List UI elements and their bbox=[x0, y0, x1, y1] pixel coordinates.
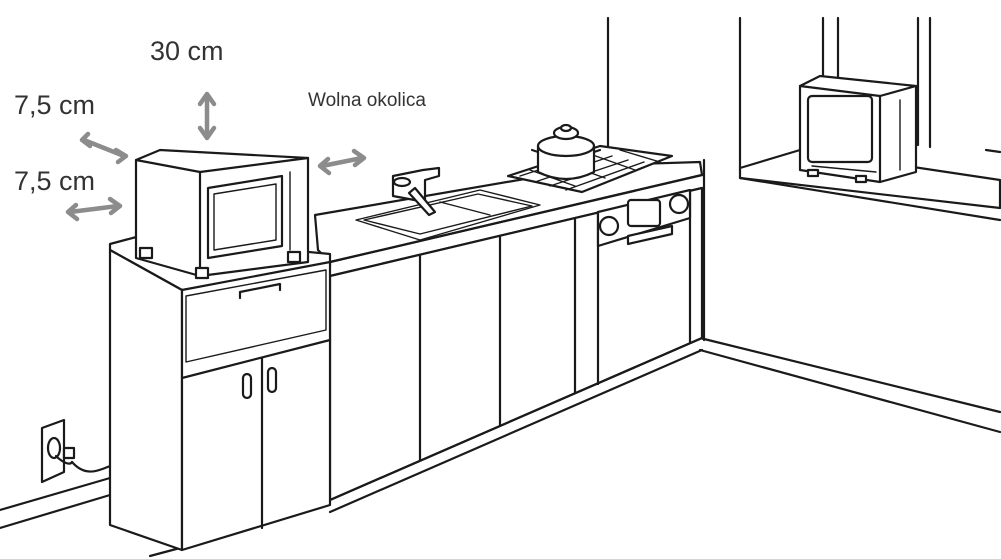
side-clearance-arrow-lower bbox=[65, 196, 123, 222]
wall-outlet-icon bbox=[40, 418, 112, 484]
free-space-label: Wolna okolica bbox=[308, 90, 426, 111]
microwave-on-sill bbox=[798, 74, 918, 184]
microwave-stand-cabinet bbox=[108, 234, 332, 552]
side-clearance-label-lower: 7,5 cm bbox=[14, 166, 96, 196]
faucet-icon bbox=[391, 166, 441, 217]
cooking-pot-icon bbox=[530, 123, 602, 181]
sink bbox=[355, 189, 541, 241]
room-walls bbox=[0, 16, 1001, 558]
microwave-icon bbox=[134, 148, 310, 280]
clearance-arrows bbox=[65, 91, 367, 222]
side-clearance-arrow-upper bbox=[79, 131, 129, 165]
free-space-arrow bbox=[317, 148, 367, 176]
top-clearance-arrow bbox=[197, 91, 217, 141]
side-clearance-label-upper: 7,5 cm bbox=[14, 90, 96, 120]
top-clearance-label: 30 cm bbox=[150, 36, 224, 66]
